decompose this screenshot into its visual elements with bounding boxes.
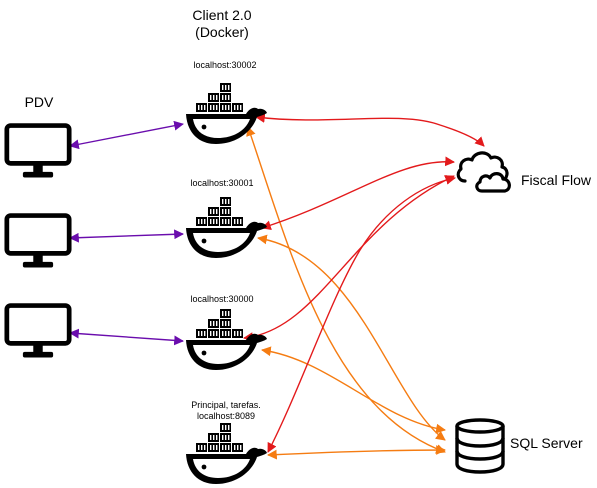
- pdv-monitor-icon-2: [7, 216, 69, 268]
- sql-link-3: [261, 346, 446, 434]
- container-label-2: localhost:30001: [190, 178, 253, 188]
- docker-whale-icon-4: [186, 423, 267, 484]
- fiscal-link-3: [243, 175, 455, 342]
- container-label-4-line-2: localhost:8089: [197, 411, 255, 421]
- sql-server-label: SQL Server: [510, 435, 583, 451]
- fiscal-link-1: [255, 113, 485, 147]
- pdv-link-2: [69, 229, 184, 243]
- header-line-1: Client 2.0: [192, 7, 251, 23]
- pdv-monitor-icon-1: [7, 126, 69, 178]
- fiscal-link-4: [267, 174, 456, 453]
- header-line-2: (Docker): [195, 24, 249, 40]
- cloud-icon: [456, 151, 512, 193]
- pdv-label: PDV: [25, 94, 54, 110]
- pdv-links: [69, 120, 184, 346]
- docker-whale-icon-3: [186, 309, 267, 370]
- container-label-1: localhost:30002: [193, 60, 256, 70]
- fiscal-flow-label: Fiscal Flow: [521, 172, 592, 188]
- pdv-link-1: [69, 120, 184, 150]
- docker-whale-icon-2: [186, 197, 267, 258]
- sql-links: [246, 126, 446, 460]
- pdv-monitor-icon-3: [7, 306, 69, 358]
- container-label-4-line-1: Principal, tarefas.: [191, 400, 261, 410]
- sql-link-1: [246, 126, 446, 454]
- fiscal-links: [243, 113, 485, 453]
- docker-whale-icon-1: [186, 83, 267, 144]
- sql-link-4: [267, 445, 446, 460]
- container-label-3: localhost:30000: [190, 294, 253, 304]
- pdv-link-3: [69, 328, 184, 346]
- database-icon: [455, 418, 505, 474]
- fiscal-link-2: [261, 156, 455, 230]
- sql-link-2: [257, 234, 446, 441]
